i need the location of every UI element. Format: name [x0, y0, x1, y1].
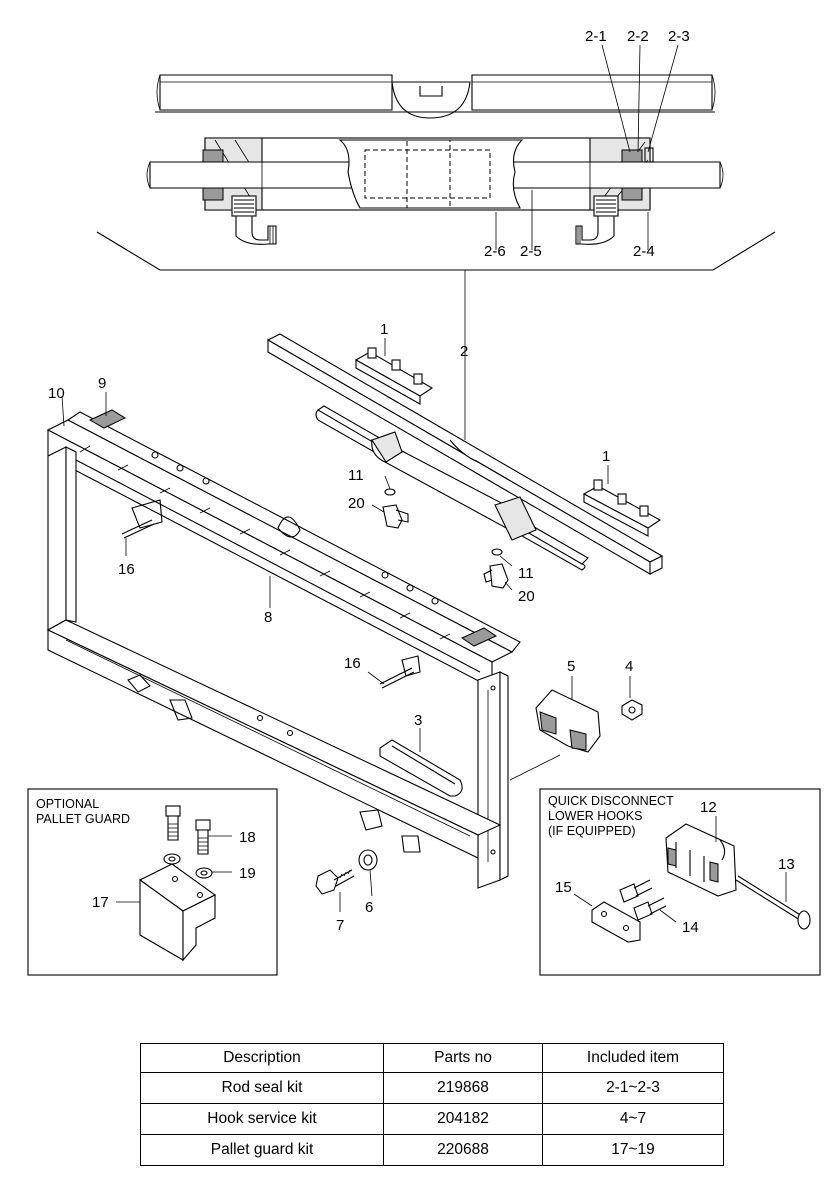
callout-7: 7: [336, 917, 344, 934]
callout-19: 19: [239, 865, 256, 882]
frame-small-parts: [61, 392, 643, 912]
callout-16-lower: 16: [344, 655, 361, 672]
box-captions: OPTIONAL PALLET GUARD QUICK DISCONNECT L…: [36, 794, 674, 838]
row-included-item: 17~19: [542, 1134, 724, 1166]
callout-2-6: 2-6: [484, 243, 506, 260]
quick-disconnect-caption-line2: LOWER HOOKS: [548, 809, 642, 823]
row-included-item: 4~7: [542, 1103, 724, 1135]
callout-3: 3: [414, 712, 422, 729]
callout-5: 5: [567, 658, 575, 675]
quick-disconnect-caption-line1: QUICK DISCONNECT: [548, 794, 674, 808]
pallet-guard-box: [27, 788, 278, 976]
callout-12: 12: [700, 799, 717, 816]
callout-14: 14: [682, 919, 699, 936]
callout-2-4: 2-4: [633, 243, 655, 260]
callout-1-right: 1: [602, 448, 610, 465]
callout-2-3: 2-3: [668, 28, 690, 45]
row-description: Hook service kit: [140, 1103, 384, 1135]
header-description: Description: [140, 1043, 384, 1073]
callout-2-2: 2-2: [627, 28, 649, 45]
service-kit-table: Description Parts no Included item Rod s…: [140, 1043, 724, 1166]
carriage-frame: [46, 409, 561, 889]
callout-11-lower: 11: [518, 565, 534, 582]
header-included-item: Included item: [542, 1043, 724, 1073]
callout-9: 9: [98, 375, 106, 392]
quick-disconnect-caption-line3: (IF EQUIPPED): [548, 824, 636, 838]
callout-2-1: 2-1: [585, 28, 607, 45]
row-parts-no: 220688: [383, 1134, 543, 1166]
callout-4: 4: [625, 658, 633, 675]
callout-2-5: 2-5: [520, 243, 542, 260]
callout-2: 2: [460, 343, 468, 360]
table-row: Rod seal kit 219868 2-1~2-3: [140, 1072, 724, 1104]
callout-11-upper: 11: [348, 467, 364, 484]
callout-1-upper: 1: [380, 321, 388, 338]
cylinder-section-detail: [96, 44, 776, 440]
table-row: Pallet guard kit 220688 17~19: [140, 1134, 724, 1166]
callout-15: 15: [555, 879, 572, 896]
callout-20-upper: 20: [348, 495, 365, 512]
quick-disconnect-box: [539, 788, 821, 976]
row-description: Rod seal kit: [140, 1072, 384, 1104]
callout-6: 6: [365, 899, 373, 916]
side-shift-cylinder: [266, 333, 664, 591]
callout-10: 10: [48, 385, 65, 402]
callout-18: 18: [239, 829, 256, 846]
row-parts-no: 219868: [383, 1072, 543, 1104]
header-parts-no: Parts no: [383, 1043, 543, 1073]
callout-labels: 2-1 2-2 2-3 2-6 2-5 2-4 1 2 9 10 1 11 20…: [48, 28, 795, 936]
callout-16-upper: 16: [118, 561, 135, 578]
pallet-guard-caption-line1: OPTIONAL: [36, 797, 99, 811]
table-header-row: Description Parts no Included item: [140, 1043, 724, 1073]
pallet-guard-caption-line2: PALLET GUARD: [36, 812, 130, 826]
row-included-item: 2-1~2-3: [542, 1072, 724, 1104]
row-description: Pallet guard kit: [140, 1134, 384, 1166]
callout-17: 17: [92, 894, 109, 911]
table-row: Hook service kit 204182 4~7: [140, 1103, 724, 1135]
callout-8: 8: [264, 609, 272, 626]
row-parts-no: 204182: [383, 1103, 543, 1135]
callout-20-lower: 20: [518, 588, 535, 605]
callout-13: 13: [778, 856, 795, 873]
